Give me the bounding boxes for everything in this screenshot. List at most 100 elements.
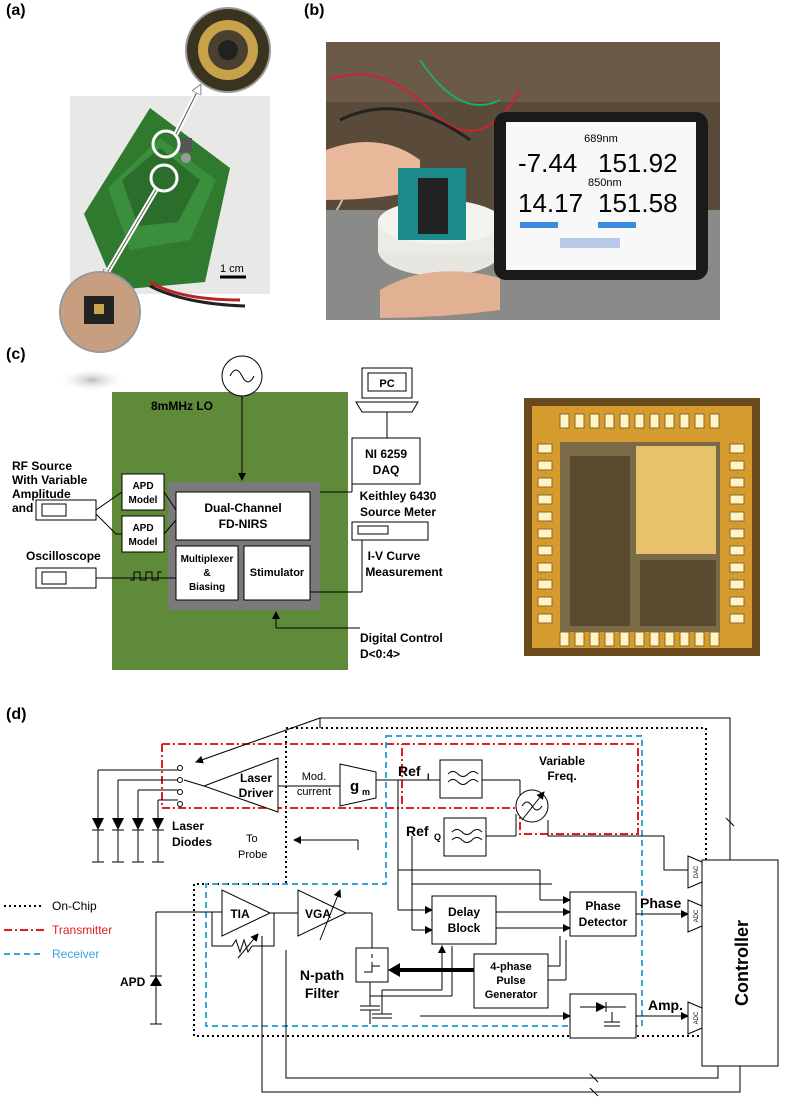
svg-text:DAC: DAC [694,865,700,878]
bond-pad [589,631,600,647]
panel-label-a: (a) [6,2,26,19]
bond-pad [709,631,720,647]
tablet-wavelength-1: 689nm [584,133,618,145]
bond-pad [537,613,553,624]
tia-amplifier [221,889,272,937]
bond-pad [664,413,675,429]
svg-text:Phase: Phase [585,899,621,913]
svg-text:Laser: Laser [240,771,272,785]
onchip-boundary [193,727,707,1037]
svg-text:ADC: ADC [694,1011,700,1024]
tablet-value-3: 14.17 [518,188,583,218]
svg-text:ADC: ADC [694,909,700,922]
svg-text:D<0:4>: D<0:4> [360,647,400,661]
bond-pad [589,413,600,429]
filter-i [439,759,483,799]
tablet-value-4: 151.58 [598,188,678,218]
svg-text:Ref: Ref [398,763,421,779]
svg-text:4-phase: 4-phase [490,961,532,973]
highlight-circle-top [151,129,181,159]
bond-pad [664,631,675,647]
svg-text:N-path: N-path [300,967,344,983]
bond-pad [537,528,553,539]
tablet-value-2: 151.92 [598,148,678,178]
tablet-value-1: -7.44 [518,148,577,178]
svg-text:Biasing: Biasing [189,582,225,593]
bond-pad [559,413,570,429]
panel-label-c: (c) [6,346,26,363]
tablet-wavelength-2: 850nm [588,177,622,189]
gm-block [339,763,377,807]
svg-text:Pulse: Pulse [496,975,525,987]
bond-pad [694,631,705,647]
panel-label-d: (d) [6,706,27,723]
bond-pad [604,631,615,647]
svg-text:Amplitude: Amplitude [12,487,71,501]
bond-pad [729,477,745,488]
controller-block [701,859,779,1067]
bond-pad [537,494,553,505]
bond-pad [537,460,553,471]
svg-text:I-V Curve: I-V Curve [368,549,421,563]
dac-port [687,855,703,889]
svg-text:APD: APD [132,523,153,534]
bond-pad [729,562,745,573]
bond-pad [559,631,570,647]
diagram-c: Dual-Channel FD-NIRS Multiplexer & Biasi… [12,355,443,670]
svg-text:Diodes: Diodes [172,835,212,849]
bond-pad [729,511,745,522]
bond-pad [619,413,630,429]
delay-block [431,895,497,945]
svg-text:PC: PC [379,378,394,390]
svg-text:Model: Model [129,537,158,548]
bond-pad [649,631,660,647]
bond-pad [709,413,720,429]
bond-pad [694,413,705,429]
svg-text:Multiplexer: Multiplexer [181,554,234,565]
bond-pad [729,443,745,454]
bond-pad [634,413,645,429]
svg-text:FD-NIRS: FD-NIRS [219,517,268,531]
diagram-d: Laser Diodes Laser Driver Mod. current g… [4,717,779,1097]
svg-text:Laser: Laser [172,819,204,833]
svg-text:Model: Model [129,495,158,506]
svg-text:Source Meter: Source Meter [360,505,436,519]
highlight-circle-bottom [149,163,179,193]
bond-pad [537,477,553,488]
svg-text:Filter: Filter [305,985,340,1001]
phase-detector [569,891,637,937]
bond-pad [574,631,585,647]
vga-amplifier [297,889,348,937]
adc-port-phase [687,899,703,933]
fd-nirs-block [175,491,311,541]
apd-model-2 [121,515,165,553]
svg-text:I: I [427,772,430,782]
bond-pad [537,579,553,590]
multiplexer-block [175,545,239,601]
svg-text:DAQ: DAQ [373,463,400,477]
bond-pad [679,631,690,647]
bond-pad [729,579,745,590]
svg-text:RF Source: RF Source [12,459,72,473]
svg-text:m: m [362,787,370,797]
bond-pad [619,631,630,647]
bond-pad [729,596,745,607]
photo-a: 1 cm [59,7,271,353]
apd-model-1 [121,473,165,511]
lo-label: 8mMHz LO [151,399,213,413]
svg-text:Oscilloscope: Oscilloscope [26,549,101,563]
bond-pad [537,562,553,573]
svg-text:Block: Block [448,921,481,935]
transmitter-boundary [162,743,639,835]
svg-text:Stimulator: Stimulator [250,567,305,579]
legend-tx-label: Transmitter [52,923,112,937]
bond-pad [574,413,585,429]
legend-onchip-label: On-Chip [52,899,97,913]
svg-text:Digital Control: Digital Control [360,631,443,645]
laser-diodes [92,769,178,863]
bond-pad [679,413,690,429]
bond-pad [649,413,660,429]
svg-text:Detector: Detector [579,915,628,929]
bond-pad [729,613,745,624]
bond-pad [729,545,745,556]
